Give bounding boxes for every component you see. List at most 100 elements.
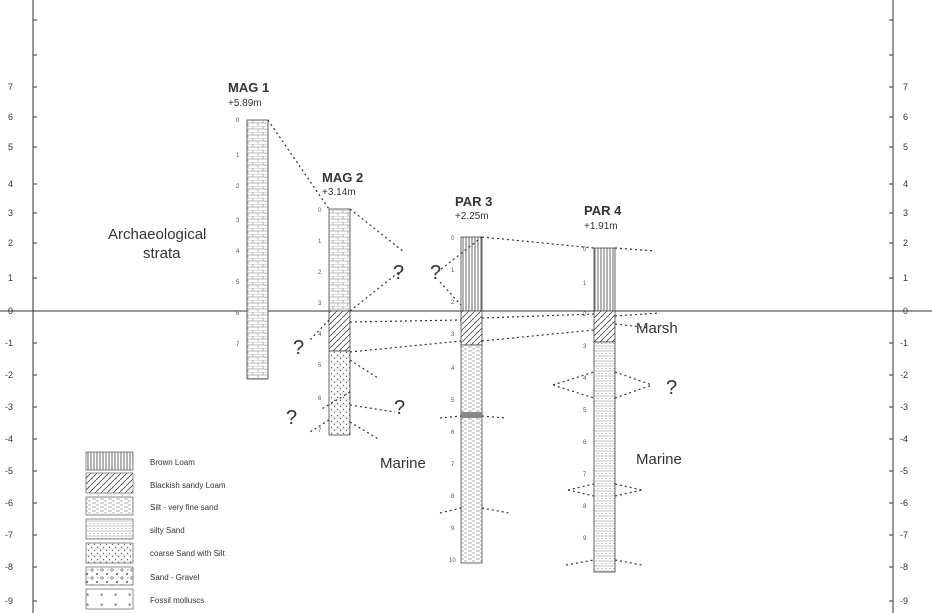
legend-label: silty Sand [150,526,185,535]
marine-label-right: Marine [636,451,682,468]
svg-text:2: 2 [236,184,240,190]
left-tick-label: -8 [5,562,13,572]
right-tick-label: 3 [903,208,908,218]
svg-text:5: 5 [236,280,240,286]
core-column-lower [328,350,351,436]
left-tick-labels: 7 6 5 4 3 2 1 0 -1 -2 -3 -4 -5 -6 -7 -8 … [5,82,13,606]
right-tick-label: -7 [900,530,908,540]
legend: Brown Loam Blackish sandy Loam Silt - ve… [85,451,226,610]
right-tick-label: -8 [900,562,908,572]
right-tick-label: 2 [903,238,908,248]
right-tick-label: -3 [900,402,908,412]
core-column [246,119,269,380]
svg-text:9: 9 [451,526,455,532]
right-tick-label: -1 [900,338,908,348]
legend-swatch-sand-gravel [85,566,134,586]
core-title: MAG 1 [228,80,269,95]
right-tick-label: 5 [903,142,908,152]
svg-text:1: 1 [583,281,587,287]
svg-text:7: 7 [236,342,240,348]
question-mark: ? [286,407,297,429]
core-column-brown-loam [460,236,483,312]
svg-text:6: 6 [451,430,455,436]
question-mark: ? [293,337,304,359]
right-tick-label: 7 [903,82,908,92]
left-tick-label: -7 [5,530,13,540]
left-tick-label: 2 [8,238,13,248]
core-par3: PAR 3 +2.25m 012 345 678 910 [449,194,492,564]
legend-swatch-blackish-sandy-loam [85,472,134,494]
core-par4: PAR 4 +1.91m 012 345 678 9 [583,203,622,573]
svg-text:0: 0 [236,118,240,124]
core-title: MAG 2 [322,170,363,185]
svg-text:0: 0 [583,247,587,253]
svg-text:1: 1 [318,239,322,245]
legend-swatch-coarse-sand [85,542,134,564]
svg-text:4: 4 [583,376,587,382]
left-tick-label: 5 [8,142,13,152]
core-column-band [461,412,482,418]
left-tick-label: 6 [8,112,13,122]
core-elevation: +1.91m [584,221,618,232]
svg-text:8: 8 [451,494,455,500]
legend-label: Blackish sandy Loam [150,481,226,490]
svg-text:0: 0 [451,236,455,242]
svg-text:3: 3 [583,344,587,350]
svg-text:8: 8 [583,504,587,510]
question-marks: ? ? ? ? ? ? [286,262,677,429]
question-mark: ? [666,377,677,399]
left-tick-label: 7 [8,82,13,92]
left-tick-label: 4 [8,179,13,189]
svg-text:7: 7 [451,462,455,468]
core-column-upper [328,208,351,312]
svg-text:1: 1 [451,268,455,274]
svg-text:3: 3 [318,301,322,307]
svg-text:9: 9 [583,536,587,542]
legend-label: Sand - Gravel [150,573,200,582]
left-ticks [33,19,37,602]
core-title: PAR 3 [455,194,492,209]
svg-text:10: 10 [449,558,456,564]
core-column-blackish [460,310,483,346]
svg-text:2: 2 [318,270,322,276]
core-elevation: +2.25m [455,211,489,222]
strata-label: strata [143,245,181,262]
question-mark: ? [430,262,441,284]
left-tick-label: 0 [8,306,13,316]
core-depth-marks: 012 345 67 [236,118,240,348]
svg-text:4: 4 [451,366,455,372]
svg-text:5: 5 [451,398,455,404]
right-tick-labels: 7 6 5 4 3 2 1 0 -1 -2 -3 -4 -5 -6 -7 -8 … [900,82,908,606]
svg-text:0: 0 [318,208,322,214]
core-depth-marks: 012 345 678 910 [449,236,456,564]
svg-text:6: 6 [236,311,240,317]
svg-text:2: 2 [583,312,587,318]
core-title: PAR 4 [584,203,622,218]
left-tick-label: -2 [5,370,13,380]
right-tick-label: 1 [903,273,908,283]
left-tick-label: -9 [5,596,13,606]
right-tick-label: -2 [900,370,908,380]
marine-label-left: Marine [380,455,426,472]
core-mag2: MAG 2 +3.14m 012 345 67 [318,170,363,436]
right-tick-label: -6 [900,498,908,508]
legend-label: Fossil molluscs [150,596,204,605]
svg-text:7: 7 [318,428,322,434]
svg-text:3: 3 [451,332,455,338]
core-column-brown-loam [593,247,616,312]
core-depth-marks: 012 345 67 [318,208,322,434]
legend-label: Silt - very fine sand [150,503,218,512]
svg-text:4: 4 [318,332,322,338]
right-tick-label: 4 [903,179,908,189]
svg-text:1: 1 [236,153,240,159]
left-tick-label: -4 [5,434,13,444]
core-elevation: +3.14m [322,187,356,198]
left-tick-label: 1 [8,273,13,283]
core-column-silt [460,344,483,564]
svg-text:6: 6 [583,440,587,446]
correlation-lines [267,119,661,566]
legend-swatch-silt [85,496,134,516]
svg-text:3: 3 [236,218,240,224]
legend-swatch-fossil-molluscs [85,588,134,610]
legend-label: coarse Sand with Silt [150,549,225,558]
